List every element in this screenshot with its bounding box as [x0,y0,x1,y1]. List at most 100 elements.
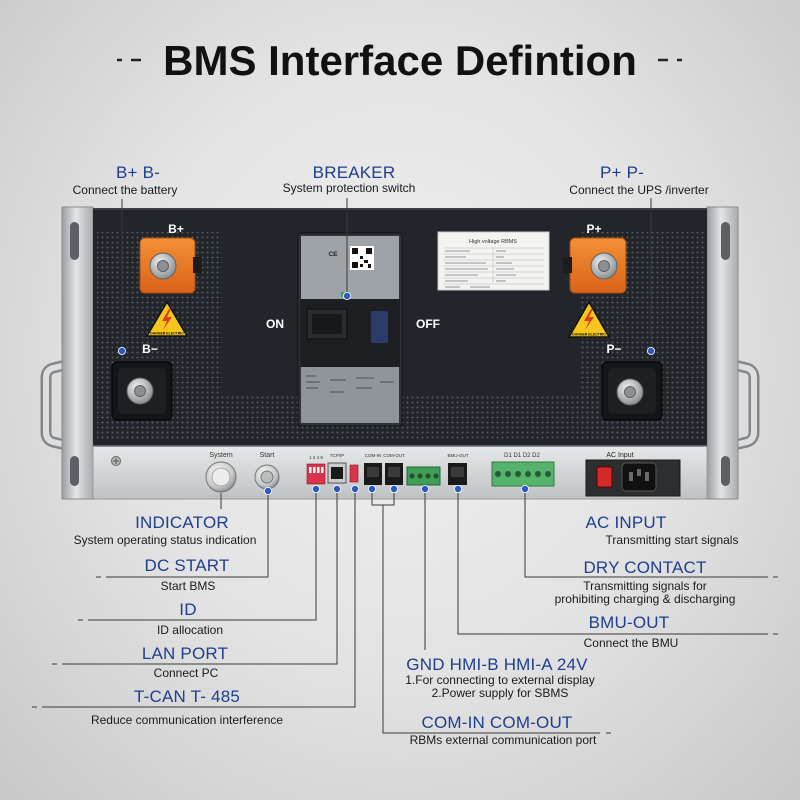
warning-triangle-icon: DANGER ELECTRIC [567,300,611,338]
callout-lines [32,198,778,734]
qr-code-icon [350,246,374,270]
lan-port-callout-label: LAN PORT [141,644,229,663]
b-minus-label: B− [142,342,158,356]
id-callout-label: ID [179,600,197,619]
com-callout-label: COM-IN COM-OUT [421,713,573,732]
dry-contact-callout-desc-line-1: Transmitting signals for [583,579,707,593]
com-in-label: COM-IN [365,453,382,458]
right-handle [732,359,760,451]
dip-switch-label: 1 2 4 8 [309,455,323,460]
p-minus-terminal: P− [601,342,663,421]
bracket-slot [70,456,79,486]
hmi-callout-desc-line-2: 2.Power supply for SBMS [431,686,569,700]
breaker-callout-label: BREAKER [312,163,396,182]
id-callout-dot [311,484,320,493]
hmi-callout-desc-line-1: 1.For connecting to external display [405,673,595,687]
breaker-bottom-cover [301,367,399,423]
dry-contact-callout-desc-line-2: prohibiting charging & discharging [554,592,736,606]
tcan-dip-switch [349,464,359,483]
breaker-lever [371,311,388,343]
dc-start-callout-desc: Start BMS [160,579,216,593]
com-callout-desc: RBMs external communication port [409,733,597,747]
battery-callout-desc: Connect the battery [72,183,178,197]
com-callout-line [382,505,600,734]
com-out-label: COM-OUT [383,453,405,458]
bmu-out-callout-label: BMU-OUT [588,613,670,632]
bmu-callout-dot [453,484,462,493]
indicator-callout-label: INDICATOR [135,513,229,532]
dc-start-callout-line [106,491,269,578]
dry-contact-terminal-label: D1 D1 D2 D2 [504,453,540,459]
dry-contact-callout-line [524,489,768,578]
ac-input-panel-label: AC Input [606,452,633,459]
lightning-icon [162,309,172,330]
bmu-out-callout-desc: Connect the BMU [583,636,679,650]
ac-input-callout-label: AC INPUT [585,513,667,532]
p-minus-label: P− [606,342,621,356]
breaker-spec-print [306,375,394,393]
b-plus-label: B+ [168,222,184,236]
lightning-icon [584,309,594,330]
nameplate-title: High voltage RBMS [469,239,517,245]
dry-contact-terminal-block [491,461,555,487]
power-rocker-switch [596,466,613,488]
dc-start-callout-dot [263,486,272,495]
output-callout-desc: Connect the UPS /inverter [569,183,709,197]
right-mounting-bracket [706,206,739,500]
ac-input-callout-desc: Transmitting start signals [605,533,739,547]
screw-icon [111,456,121,466]
warning-label: DANGER ELECTRIC [150,332,184,336]
dry-contact-callout-label: DRY CONTACT [583,558,707,577]
bmu-out-port-label: BMU-OUT [448,453,469,458]
id-callout-desc: ID allocation [156,623,224,637]
output-callout-label: P+ P- [600,163,644,182]
lan-callout-line [62,489,338,665]
bracket-slot [70,222,79,260]
breaker-mark: CE [328,251,338,258]
power-socket-icon [621,462,657,492]
lan-port-callout-desc: Connect PC [153,666,219,680]
p-plus-terminal: P+ [563,222,627,294]
breaker-icon: CE [297,232,403,427]
callout-dots [118,291,656,495]
system-label: System [209,452,233,459]
tcan-callout-line [42,489,356,708]
indicator-light [205,461,237,493]
ac-input-module [585,459,681,497]
dc-start-button [254,464,280,490]
output-callout-dot [647,346,656,355]
bmu-out-port [448,463,467,485]
com-in-port [364,463,382,485]
bmu-callout-line [457,489,768,635]
hmi-callout-label: GND HMI-B HMI-A 24V [406,655,588,674]
nameplate-print [445,250,516,288]
com-out-callout-dot [389,484,398,493]
tcpip-label: TCP/IP [330,453,345,458]
breaker-callout-dot [342,291,351,300]
start-label: Start [260,452,275,459]
com-in-callout-dot [367,484,376,493]
breaker-off-label: OFF [416,317,440,331]
b-plus-terminal: B+ [139,222,202,294]
dry-contact-callout-dot [521,484,530,493]
lan-callout-dot [332,484,341,493]
left-handle [40,359,68,451]
page-title: BMS Interface Defintion [163,37,637,84]
p-plus-label: P+ [586,222,601,236]
breaker-callout-desc: System protection switch [282,181,416,195]
warning-triangle-icon: DANGER ELECTRIC [145,300,189,337]
battery-callout-label: B+ B- [116,163,160,182]
tcan-callout-dot [350,484,359,493]
hmi-callout-dot [420,484,429,493]
id-callout-line [88,489,317,621]
bms-device: B+ B− P+ [40,206,760,500]
indicator-callout-desc: System operating status indication [73,533,257,547]
nameplate-table [443,247,544,285]
com-out-port [385,463,403,485]
tcan-callout-label: T-CAN T- 485 [133,687,241,706]
dc-start-callout-label: DC START [144,556,230,575]
lan-port [327,462,347,484]
warning-label: DANGER ELECTRIC [572,333,606,337]
